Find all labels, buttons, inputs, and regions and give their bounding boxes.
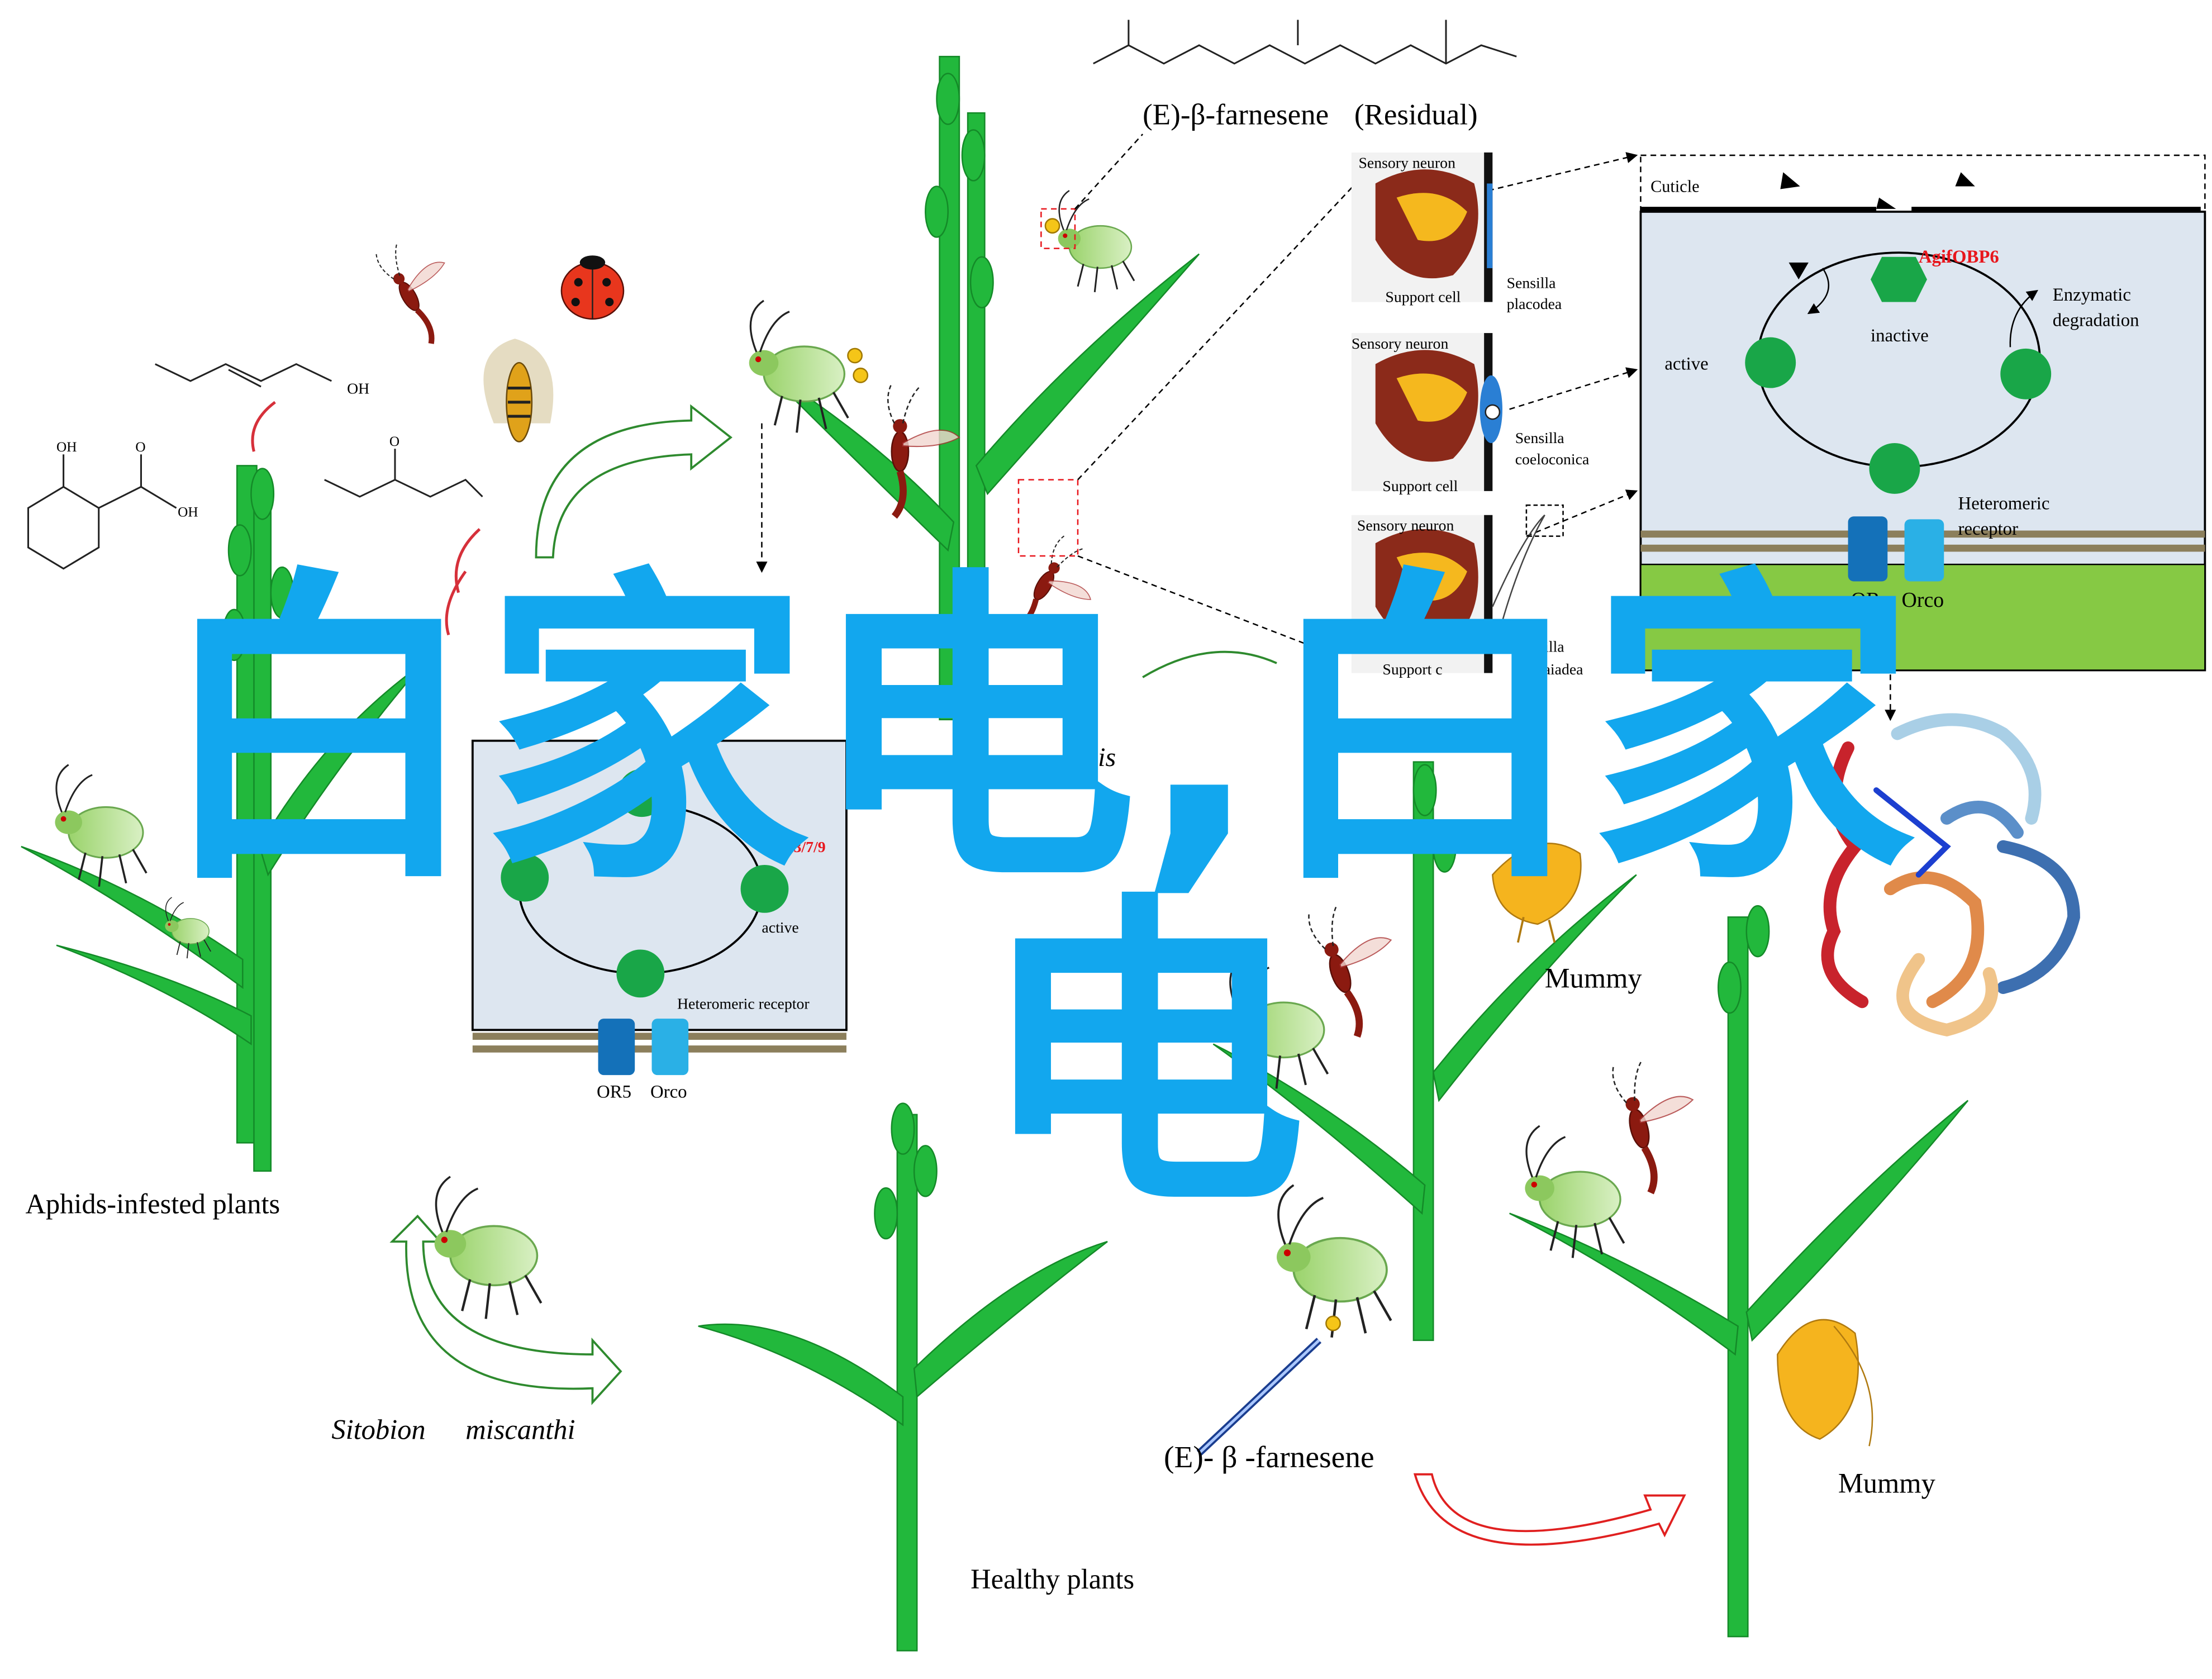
left-obp-name-label: OBP3/7/9 bbox=[762, 839, 825, 856]
watermark-line-1: 白家电,白家 bbox=[155, 543, 1916, 924]
sensilla-name-label: coeloconica bbox=[1515, 451, 1590, 468]
parasitoid-wasp-icon bbox=[374, 226, 476, 346]
svg-text:OH: OH bbox=[56, 440, 77, 455]
obp-protein-structure-icon bbox=[1821, 713, 2080, 1037]
aphid-icon bbox=[1524, 1125, 1625, 1259]
left-orco-label: Orco bbox=[650, 1082, 687, 1102]
sensilla-name-label: Sensilla bbox=[1515, 430, 1564, 447]
plant-center-healthy bbox=[698, 1102, 1108, 1652]
active-label: active bbox=[1664, 354, 1708, 374]
farnesene-lower-label: (E)- β -farnesene bbox=[1164, 1440, 1374, 1475]
support-cell-label: Support c bbox=[1382, 661, 1442, 678]
svg-text:O: O bbox=[135, 440, 145, 455]
healthy-plants-label: Healthy plants bbox=[971, 1563, 1134, 1595]
sitobion-label: Sitobion bbox=[331, 1414, 425, 1445]
inactive-label: inactive bbox=[1871, 326, 1929, 346]
aphid-icon bbox=[1057, 189, 1135, 293]
aphid-icon bbox=[435, 1177, 541, 1319]
sensory-neuron-label: Sensory neuron bbox=[1358, 155, 1455, 172]
enzymatic-label: Enzymatic bbox=[2053, 285, 2131, 305]
svg-text:OH: OH bbox=[178, 505, 198, 520]
plant-right-lower bbox=[1509, 905, 1969, 1638]
mummy-icon bbox=[1492, 843, 1582, 943]
sensillum-lymph-box bbox=[1639, 154, 2206, 672]
or-label: OR bbox=[1851, 588, 1881, 612]
sensilla-name-label: trichaiadea bbox=[1515, 661, 1583, 678]
left-mechanism-box bbox=[471, 739, 848, 1076]
left-or-label: OR5 bbox=[597, 1082, 631, 1102]
species-partial-label: ensis bbox=[1062, 743, 1116, 772]
sensory-neuron-label: Sensory neuron bbox=[1352, 335, 1449, 353]
chemical-structure-icon bbox=[27, 363, 483, 570]
sensilla-name-label: Sensilla bbox=[1507, 274, 1556, 292]
cycle-arrow-icon bbox=[1142, 650, 1277, 678]
mummy-upper-label: Mummy bbox=[1545, 963, 1643, 994]
left-heteromeric-label: Heteromeric receptor bbox=[677, 995, 810, 1012]
cuticle-label: Cuticle bbox=[1650, 177, 1699, 196]
sensilla-panel-3 bbox=[1351, 504, 1564, 673]
sensilla-name-label: placodea bbox=[1507, 296, 1562, 313]
hoverfly-icon bbox=[483, 339, 554, 443]
chemical-structure-icon bbox=[1093, 20, 1517, 65]
ladybird-icon bbox=[560, 255, 625, 320]
degradation-label: degradation bbox=[2053, 310, 2139, 330]
svg-text:OH: OH bbox=[347, 380, 369, 398]
plant-center-tall bbox=[761, 55, 1200, 721]
sensilla-panel-2 bbox=[1351, 333, 1502, 491]
receptor-label: receptor bbox=[1958, 519, 2019, 539]
support-cell-label: Support cell bbox=[1385, 289, 1461, 306]
left-active-label: active bbox=[762, 919, 798, 936]
sensory-neuron-label: Sensory neuron bbox=[1357, 517, 1454, 535]
heteromeric-label: Heteromeric bbox=[1958, 494, 2050, 514]
orco-label: Orco bbox=[1902, 588, 1944, 612]
plant-left bbox=[21, 465, 424, 1172]
sensilla-name-label: Sensilla bbox=[1515, 639, 1564, 656]
sensilla-panel-1 bbox=[1351, 152, 1493, 302]
plant-right-upper bbox=[1212, 761, 1637, 1342]
aphids-infested-plants-label: Aphids-infested plants bbox=[25, 1188, 280, 1220]
farnesene-residual-tag: (Residual) bbox=[1354, 98, 1478, 131]
support-cell-label: Support cell bbox=[1382, 478, 1458, 495]
cycle-arrow-icon bbox=[535, 404, 732, 559]
mummy-lower-label: Mummy bbox=[1838, 1468, 1936, 1499]
svg-text:O: O bbox=[389, 434, 399, 449]
mummy-icon bbox=[1777, 1319, 1873, 1447]
watermark-line-2: 电 bbox=[979, 868, 1306, 1249]
cycle-arrow-icon bbox=[389, 1214, 622, 1405]
aphid-icon bbox=[748, 299, 849, 434]
cycle-arrow-icon bbox=[1413, 1473, 1686, 1546]
left-inactive-label: ctive bbox=[632, 843, 662, 860]
obp-name-label: AgifOBP6 bbox=[1919, 247, 1999, 267]
miscanthi-label: miscanthi bbox=[465, 1414, 575, 1445]
farnesene-residual-name: (E)-β-farnesene bbox=[1143, 98, 1329, 131]
parasitoid-wasp-icon bbox=[1610, 1048, 1714, 1195]
